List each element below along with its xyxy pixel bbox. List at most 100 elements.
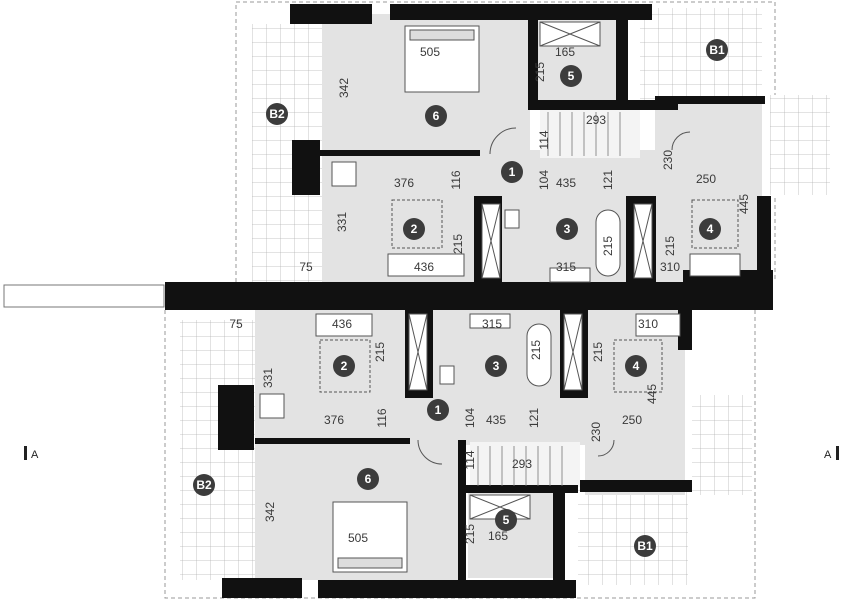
balcony-badge-lower-b1: B1: [634, 535, 656, 557]
dim-label: 250: [622, 413, 642, 427]
sink-upper: [549, 267, 591, 283]
dim-label: 315: [482, 317, 502, 331]
dim-label: 75: [229, 317, 243, 331]
sofa-upper-room2: [387, 253, 465, 277]
room-label: 5: [503, 513, 510, 527]
room-label: 2: [411, 222, 418, 236]
dim-label: 293: [586, 113, 606, 127]
dim-label: 331: [261, 368, 275, 388]
dim-label: 104: [463, 408, 477, 428]
section-cut-box: [3, 284, 165, 308]
balcony-upper-right-2: [770, 95, 830, 195]
dim-label: 104: [537, 170, 551, 190]
dim-label: 315: [556, 260, 576, 274]
room-badge-lower-3: 3: [485, 355, 507, 377]
dim-label: 436: [414, 260, 434, 274]
room-badge-upper-3: 3: [556, 218, 578, 240]
room-label: 3: [493, 359, 500, 373]
dim-label: 114: [537, 130, 551, 149]
dim-label: 121: [527, 408, 541, 428]
closet-lower-left: [408, 313, 428, 391]
room-label: 3: [564, 222, 571, 236]
room-label: 5: [568, 69, 575, 83]
room-label: 6: [365, 472, 372, 486]
dimensions-upper: 505 342 165 215 293 114 376 116 104 435 …: [299, 45, 751, 274]
dim-label: 75: [299, 260, 313, 274]
dim-label: 230: [589, 422, 603, 442]
sink-lower: [469, 313, 511, 329]
dim-label: 165: [555, 45, 575, 59]
dim-label: 376: [324, 413, 344, 427]
dim-label: 215: [591, 342, 605, 362]
dim-label: 505: [420, 45, 440, 59]
section-marker-left: A: [24, 446, 39, 461]
dim-label: 435: [486, 413, 506, 427]
balcony-upper-right: [640, 8, 762, 100]
bathtub-upper: [595, 209, 621, 277]
dim-label: 215: [463, 524, 477, 544]
doors: [417, 127, 691, 465]
rug-lower-room2: [319, 339, 371, 393]
room-badge-lower-4: 4: [625, 355, 647, 377]
stairs: [477, 112, 621, 486]
dim-label: 293: [512, 457, 532, 471]
furniture: [259, 25, 741, 573]
balcony-label: B1: [637, 539, 653, 553]
dim-label: 505: [348, 531, 368, 545]
bed-upper-pillow: [409, 29, 475, 41]
floor-upper-stair: [540, 110, 640, 158]
dim-label: 435: [556, 176, 576, 190]
dim-label: 215: [663, 236, 677, 256]
section-marker-right: A: [824, 446, 839, 461]
rug-upper-room4: [691, 199, 739, 249]
toilet-upper: [504, 209, 520, 229]
toilet-lower: [439, 365, 455, 385]
dim-label: 445: [737, 194, 751, 214]
sofa-lower-room2: [315, 313, 373, 337]
balcony-badge-lower-b2: B2: [193, 474, 215, 496]
room-badge-upper-4: 4: [699, 218, 721, 240]
room-badge-lower-6: 6: [357, 468, 379, 490]
floor-lower-hall: [255, 395, 685, 445]
room-label: 6: [433, 109, 440, 123]
room-badge-lower-5: 5: [495, 509, 517, 531]
balcony-label: B2: [269, 107, 285, 121]
dim-label: 215: [533, 62, 547, 82]
dim-label: 342: [337, 78, 351, 98]
dim-label: 215: [451, 234, 465, 254]
dim-label: 114: [463, 450, 477, 469]
dim-label: 121: [601, 170, 615, 190]
dim-label: 310: [660, 260, 680, 274]
room-badge-upper-5: 5: [560, 65, 582, 87]
dim-label: 116: [375, 408, 389, 427]
dim-label: 376: [394, 176, 414, 190]
balcony-badge-upper-b2: B2: [266, 103, 288, 125]
room-label: 1: [435, 403, 442, 417]
room-label: 1: [509, 165, 516, 179]
dim-label: 436: [332, 317, 352, 331]
desk-upper: [331, 161, 357, 187]
room-badge-lower-1: 1: [427, 399, 449, 421]
dim-label: 116: [449, 170, 463, 189]
dim-label: 250: [696, 172, 716, 186]
closet-lower-right: [563, 313, 583, 391]
dim-label: 331: [335, 212, 349, 232]
desk-lower: [259, 393, 285, 419]
section-label: A: [31, 449, 39, 461]
room-badge-upper-1: 1: [501, 161, 523, 183]
room-label: 2: [341, 359, 348, 373]
dim-label: 342: [263, 502, 277, 522]
room-badge-lower-2: 2: [333, 355, 355, 377]
dim-label: 445: [645, 384, 659, 404]
dim-label: 230: [661, 150, 675, 170]
sofa-lower-room4: [635, 313, 681, 337]
shower-lower: [469, 494, 531, 520]
balcony-lower-right: [578, 490, 688, 585]
room-label: 4: [633, 359, 640, 373]
balcony-lower-right-2: [692, 395, 752, 495]
shower-upper: [539, 21, 601, 47]
dim-label: 215: [601, 236, 615, 256]
balcony-badges: B1 B2 B2 B1: [193, 39, 728, 557]
closet-upper-left: [481, 203, 501, 279]
